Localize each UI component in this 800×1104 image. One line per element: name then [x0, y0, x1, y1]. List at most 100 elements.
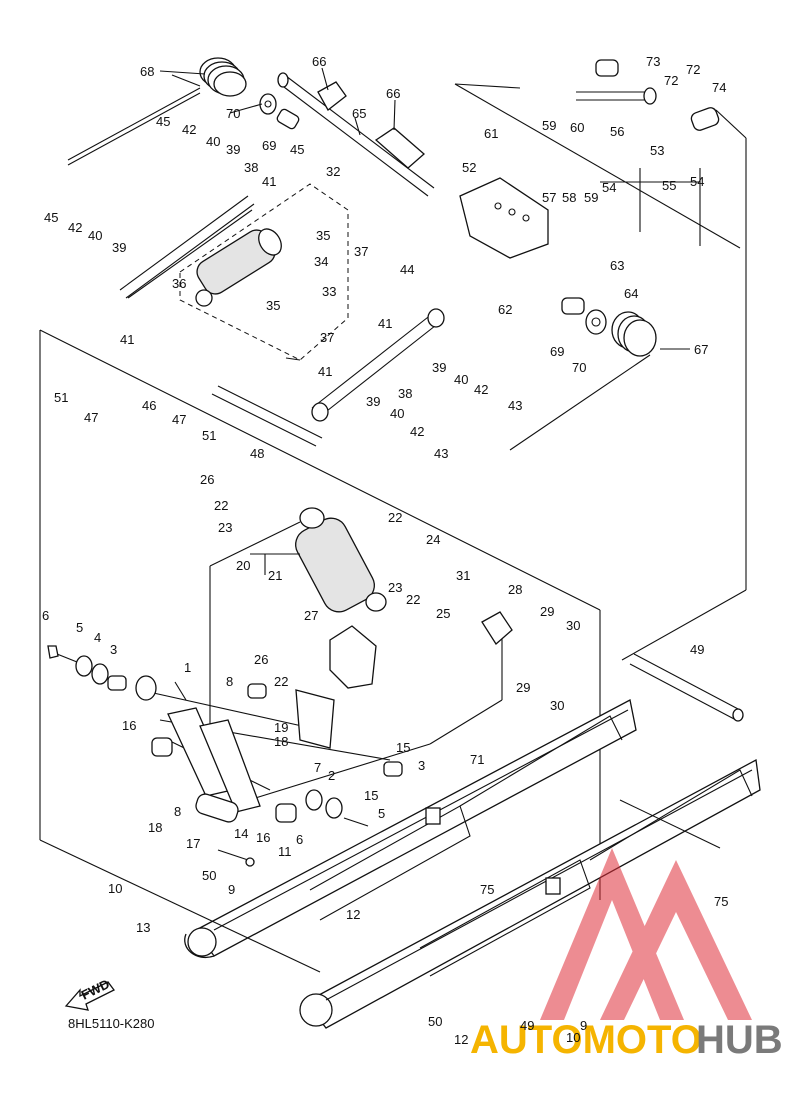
part-callout-label: 42: [182, 122, 196, 137]
washer-70b: [585, 309, 607, 335]
part-callout-label: 39: [226, 142, 240, 157]
bushing-15a: [151, 737, 173, 757]
arm-38: [311, 308, 445, 422]
part-callout-label: 17: [186, 836, 200, 851]
part-callout-label: 70: [226, 106, 240, 121]
part-callout-label: 31: [456, 568, 470, 583]
part-callout-label: 45: [290, 142, 304, 157]
part-callout-label: 41: [120, 332, 134, 347]
shaft-65: [277, 72, 435, 197]
part-callout-label: 58: [562, 190, 576, 205]
bar-48: [211, 385, 323, 447]
part-callout-label: 75: [480, 882, 494, 897]
part-callout-label: 23: [218, 520, 232, 535]
part-callout-label: 50: [428, 1014, 442, 1029]
part-callout-label: 16: [256, 830, 270, 845]
slide-rail-left: [39, 699, 637, 973]
part-callout-label: 43: [508, 398, 522, 413]
part-callout-label: 40: [390, 406, 404, 421]
part-callout-label: 40: [88, 228, 102, 243]
cushion-5a: [75, 655, 127, 691]
part-callout-label: 22: [388, 510, 402, 525]
part-callout-label: 12: [346, 907, 360, 922]
part-callout-label: 13: [0, 0, 14, 3]
part-callout-label: 10: [566, 1030, 580, 1045]
link-28: [481, 611, 513, 645]
front-arm-plates: [167, 707, 261, 813]
watermark-logo: [540, 848, 752, 1020]
guide-lines-top: [39, 83, 747, 900]
diagram-code: 8HL5110-K280: [68, 1016, 155, 1031]
part-callout-label: 63: [610, 258, 624, 273]
part-callout-label: 61: [484, 126, 498, 141]
bushing-14: [195, 793, 239, 823]
part-callout-label: 24: [426, 532, 440, 547]
part-callout-label: 40: [454, 372, 468, 387]
part-callout-label: 65: [352, 106, 366, 121]
part-callout-label: 62: [498, 302, 512, 317]
part-callout-label: 29: [540, 604, 554, 619]
part-callout-label: 37: [320, 330, 334, 345]
arm-rod-upper: [119, 195, 255, 299]
shock-box-32: [179, 183, 349, 361]
part-callout-label: 39: [366, 394, 380, 409]
part-callout-label: 22: [274, 674, 288, 689]
part-callout-label: 25: [436, 606, 450, 621]
part-callout-label: 41: [262, 174, 276, 189]
part-callout-label: 38: [244, 160, 258, 175]
part-callout-label: 18: [274, 734, 288, 749]
part-callout-label: 49: [690, 642, 704, 657]
part-callout-label: 29: [516, 680, 530, 695]
part-callout-label: 36: [172, 276, 186, 291]
part-callout-label: 22: [214, 498, 228, 513]
part-callout-label: 3: [418, 758, 425, 773]
bushing-69b: [561, 297, 585, 315]
part-callout-label: 23: [388, 580, 402, 595]
slide-rail-right: [299, 758, 761, 1029]
watermark-text-a: AUTOMOTO: [470, 1018, 702, 1062]
part-callout-label: 30: [566, 618, 580, 633]
part-callout-label: 10: [108, 881, 122, 896]
part-callout-label: 42: [474, 382, 488, 397]
part-callout-label: 44: [400, 262, 414, 277]
bracket-27: [329, 625, 377, 689]
shaft-56: [576, 87, 657, 105]
watermark-text-b: HUB: [696, 1018, 783, 1062]
part-callout-label: 26: [254, 652, 268, 667]
bushing-8: [247, 683, 403, 777]
part-callout-label: 75: [714, 894, 728, 909]
part-callout-label: 7: [314, 760, 321, 775]
part-callout-label: 13: [136, 920, 150, 935]
part-callout-label: 42: [68, 220, 82, 235]
leader-lines: [159, 67, 701, 701]
part-callout-label: 64: [624, 286, 638, 301]
cushion-5b: [305, 789, 369, 827]
part-callout-label: 42: [410, 424, 424, 439]
part-callout-label: 5: [76, 620, 83, 635]
part-callout-label: 71: [470, 752, 484, 767]
part-callout-label: 14: [234, 826, 248, 841]
spring-68: [199, 57, 247, 97]
part-callout-label: 40: [206, 134, 220, 149]
part-callout-label: 57: [542, 190, 556, 205]
part-callout-label: 3: [110, 642, 117, 657]
part-callout-label: 11: [278, 844, 292, 859]
part-callout-label: 72: [686, 62, 700, 77]
part-callout-label: 39: [432, 360, 446, 375]
part-callout-label: 1: [184, 660, 191, 675]
shaft-71: [629, 653, 744, 722]
part-callout-label: 15: [396, 740, 410, 755]
collar-73: [595, 59, 619, 77]
part-callout-label: 43: [434, 446, 448, 461]
part-callout-label: 73: [646, 54, 660, 69]
part-callout-label: 16: [122, 718, 136, 733]
bushing-15b: [275, 803, 297, 823]
part-callout-label: 72: [664, 73, 678, 88]
part-callout-label: 68: [140, 64, 154, 79]
part-callout-label: 30: [550, 698, 564, 713]
part-callout-label: 69: [262, 138, 276, 153]
part-callout-label: 8: [226, 674, 233, 689]
part-callout-label: 6: [42, 608, 49, 623]
shock-36: [195, 228, 282, 307]
